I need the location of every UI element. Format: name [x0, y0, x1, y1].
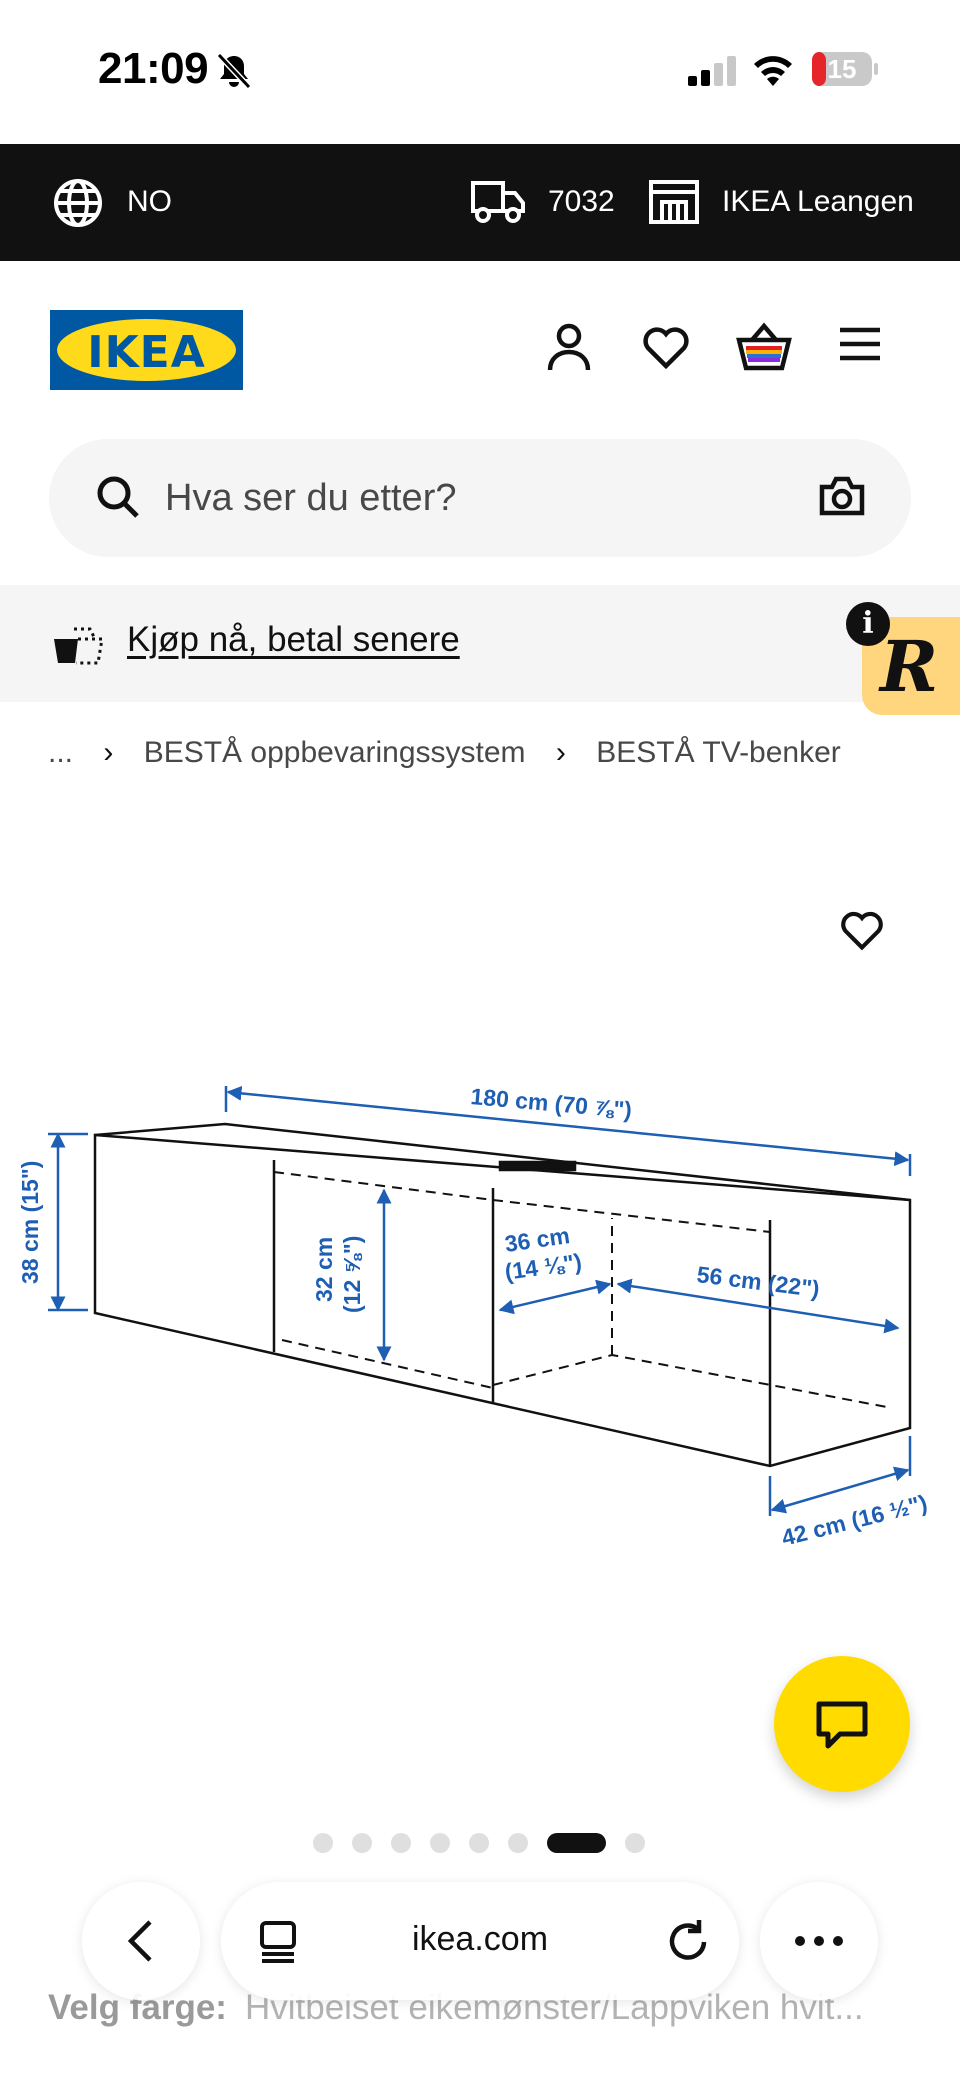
profile-icon[interactable] [544, 322, 594, 372]
dim-depth-label: 42 cm (16 ½") [779, 1490, 930, 1551]
logo-text: IKEA [87, 327, 206, 378]
battery-level: 15 [827, 54, 857, 84]
chat-button[interactable] [774, 1656, 910, 1792]
tabs-icon[interactable] [257, 1920, 299, 1964]
dim-width-label: 180 cm (70 ⅞") [470, 1083, 633, 1123]
breadcrumb-ellipsis[interactable]: ... [48, 736, 74, 770]
battery-icon: 15 [812, 52, 878, 86]
carousel-dot[interactable] [391, 1833, 411, 1853]
heart-icon[interactable] [640, 322, 692, 372]
chevron-right-icon: › [555, 736, 566, 770]
browser-more-button[interactable] [760, 1882, 878, 2000]
r-widget[interactable]: R [862, 617, 960, 715]
browser-url: ikea.com [411, 1920, 549, 1958]
dim-inner-height-in: (12 ⅝") [339, 1236, 365, 1313]
truck-icon [471, 181, 525, 223]
camera-icon[interactable] [819, 475, 865, 517]
search-bar[interactable] [49, 439, 911, 557]
postal-code[interactable]: 7032 [548, 185, 615, 218]
status-time: 21:09 [98, 44, 209, 93]
breadcrumb: ... › BESTÅ oppbevaringssystem › BESTÅ T… [48, 735, 841, 770]
menu-icon[interactable] [838, 322, 882, 366]
ikea-logo[interactable]: IKEA [50, 310, 243, 390]
pay-later-link[interactable]: Kjøp nå, betal senere [127, 620, 460, 659]
carousel-dot[interactable] [547, 1833, 606, 1853]
wifi-icon [754, 56, 792, 86]
add-to-wishlist-icon[interactable] [838, 907, 886, 953]
carousel-dot[interactable] [430, 1833, 450, 1853]
dim-inner-height-cm: 32 cm [311, 1237, 337, 1302]
logo-oval [57, 319, 236, 381]
chevron-right-icon: › [103, 736, 114, 770]
basket-icon [54, 627, 104, 665]
promo-banner: Kjøp nå, betal senere [0, 585, 960, 702]
store-selector[interactable]: IKEA Leangen [722, 185, 914, 218]
browser-address-bar[interactable]: ikea.com [221, 1882, 739, 2000]
breadcrumb-item-besta-tv[interactable]: BESTÅ TV-benker [596, 736, 841, 770]
browser-toolbar: ikea.com [0, 1870, 960, 2010]
browser-back-button[interactable] [82, 1882, 200, 2000]
chat-icon [816, 1701, 868, 1749]
info-badge[interactable]: i [846, 602, 890, 646]
r-widget-letter: R [880, 625, 939, 708]
product-dimension-drawing[interactable]: 180 cm (70 ⅞") 38 cm (15") 32 cm (12 ⅝")… [0, 1040, 960, 1580]
dim-inner-width-label: 56 cm (22") [695, 1261, 821, 1302]
dim-height-label: 38 cm (15") [17, 1161, 43, 1284]
signal-icon [688, 56, 736, 86]
carousel-dot[interactable] [625, 1833, 645, 1853]
search-icon [97, 476, 139, 518]
store-icon [649, 180, 699, 224]
service-bar: NO 7032 IKEA Leangen [0, 144, 960, 261]
carousel-dot[interactable] [508, 1833, 528, 1853]
reload-icon[interactable] [667, 1918, 711, 1964]
status-bar: 21:09 15 [0, 0, 960, 144]
shopping-bag-icon[interactable] [736, 322, 792, 372]
breadcrumb-item-besta-system[interactable]: BESTÅ oppbevaringssystem [143, 736, 526, 770]
country-selector[interactable]: NO [127, 185, 172, 218]
carousel-dot[interactable] [352, 1833, 372, 1853]
carousel-dot[interactable] [313, 1833, 333, 1853]
bell-slash-icon [216, 52, 252, 90]
globe-icon[interactable] [52, 177, 104, 229]
carousel-dot[interactable] [469, 1833, 489, 1853]
chevron-left-icon [127, 1920, 152, 1962]
ellipsis-icon [795, 1936, 843, 1946]
search-input[interactable] [165, 469, 745, 527]
